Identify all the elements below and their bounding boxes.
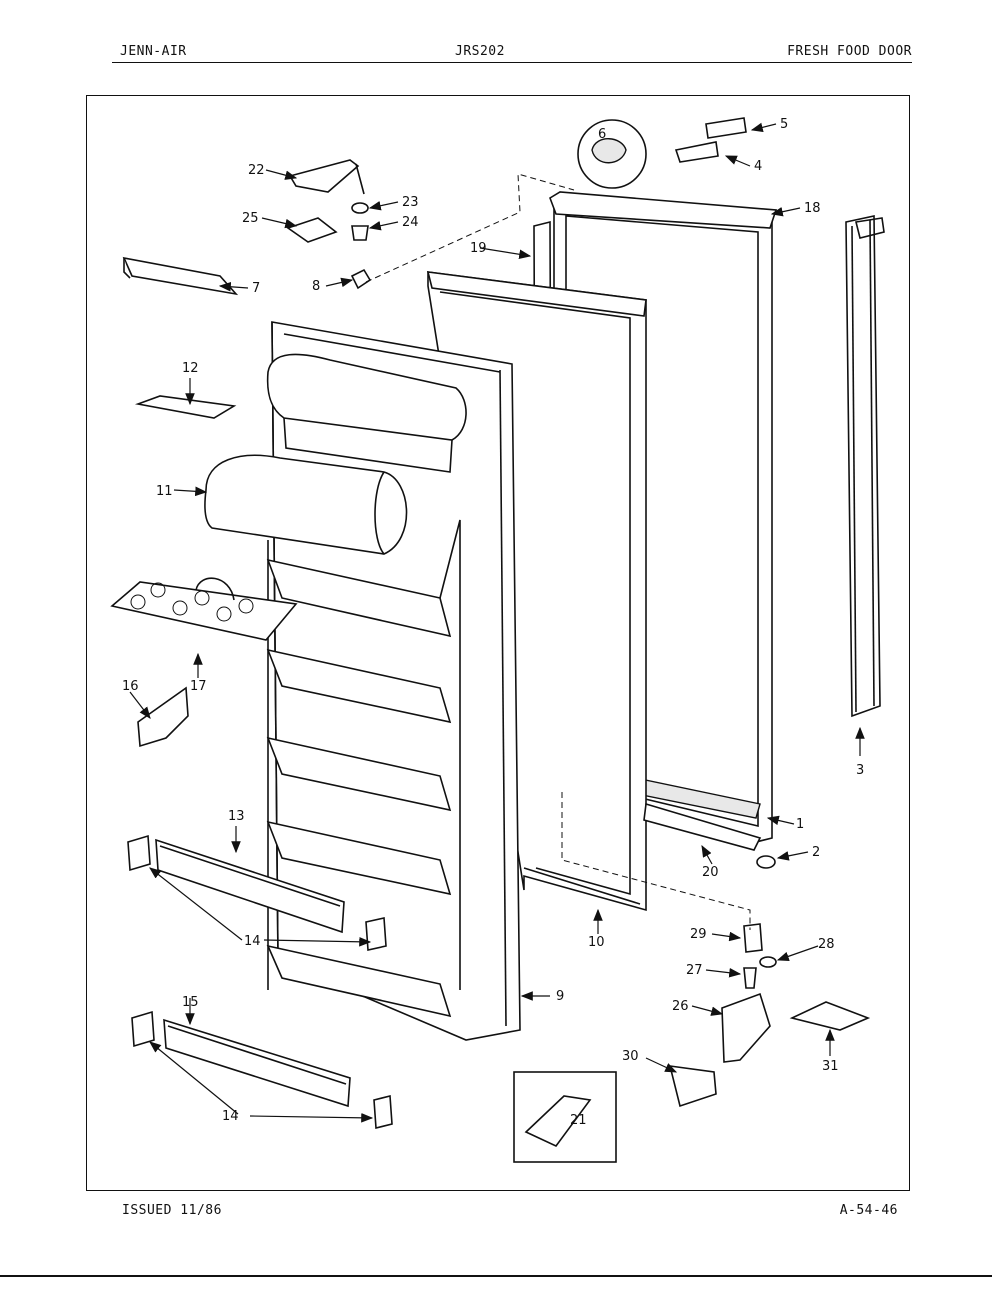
callout-21: 21	[570, 1113, 587, 1128]
callout-30: 30	[622, 1049, 639, 1064]
callout-8: 8	[312, 279, 320, 294]
part-inner-door-liner	[266, 321, 521, 1041]
callout-29: 29	[690, 927, 707, 942]
callout-31: 31	[822, 1059, 839, 1074]
callout-18: 18	[804, 201, 821, 216]
callout-17: 17	[190, 679, 207, 694]
header-model: JRS202	[455, 44, 505, 59]
callout-2: 2	[812, 845, 820, 860]
callout-4: 4	[754, 159, 762, 174]
part-door-bar-13	[155, 838, 345, 934]
callout-24: 24	[402, 215, 419, 230]
part-dairy-door	[204, 454, 408, 555]
callout-14-upper: 14	[244, 934, 261, 949]
callout-28: 28	[818, 937, 835, 952]
part-egg-tray	[110, 577, 298, 641]
callout-16: 16	[122, 679, 139, 694]
callout-22: 22	[248, 163, 265, 178]
part-door-bar-15	[163, 1018, 351, 1108]
callout-19: 19	[470, 241, 487, 256]
part-bracket-16	[137, 686, 189, 748]
bottom-rule	[0, 1275, 992, 1277]
header-rule	[112, 62, 912, 63]
part-hinge-hardware	[668, 855, 871, 1108]
callout-1: 1	[796, 817, 804, 832]
footer-issued-date: ISSUED 11/86	[122, 1203, 222, 1218]
callout-11: 11	[156, 484, 173, 499]
callout-labels: 1 2 3 4 5 6 7 8 9 10 11 12 13 14 14 15 1…	[122, 117, 864, 1128]
callout-15: 15	[182, 995, 199, 1010]
part-plate-25	[286, 217, 338, 243]
part-light-assembly	[577, 117, 747, 189]
callout-7: 7	[252, 281, 260, 296]
part-21-inset	[513, 1071, 617, 1163]
callout-5: 5	[780, 117, 788, 132]
callout-25: 25	[242, 211, 259, 226]
diagram-frame	[86, 95, 910, 1191]
assembly-guide-lines	[365, 173, 751, 930]
callout-10: 10	[588, 935, 605, 950]
callout-23: 23	[402, 195, 419, 210]
part-hinge-plate-22	[288, 159, 365, 195]
part-bracket-7	[122, 256, 239, 296]
callout-6: 6	[598, 127, 606, 142]
callout-9: 9	[556, 989, 564, 1004]
part-cap-8	[350, 268, 372, 290]
callout-3: 3	[856, 763, 864, 778]
callout-13: 13	[228, 809, 245, 824]
part-trim-strip	[845, 215, 885, 718]
footer-page-code: A-54-46	[839, 1203, 898, 1218]
callout-20: 20	[702, 865, 719, 880]
callout-27: 27	[686, 963, 703, 978]
callout-12: 12	[182, 361, 199, 376]
callout-leaders	[129, 122, 865, 1123]
header-section-title: FRESH FOOD DOOR	[787, 44, 912, 59]
part-small-shelf-12	[134, 395, 237, 419]
part-bottom-strip	[643, 802, 762, 851]
callout-26: 26	[672, 999, 689, 1014]
header-brand: JENN-AIR	[120, 44, 187, 59]
callout-14-lower: 14	[222, 1109, 239, 1124]
part-bushings-23-24	[351, 202, 369, 241]
